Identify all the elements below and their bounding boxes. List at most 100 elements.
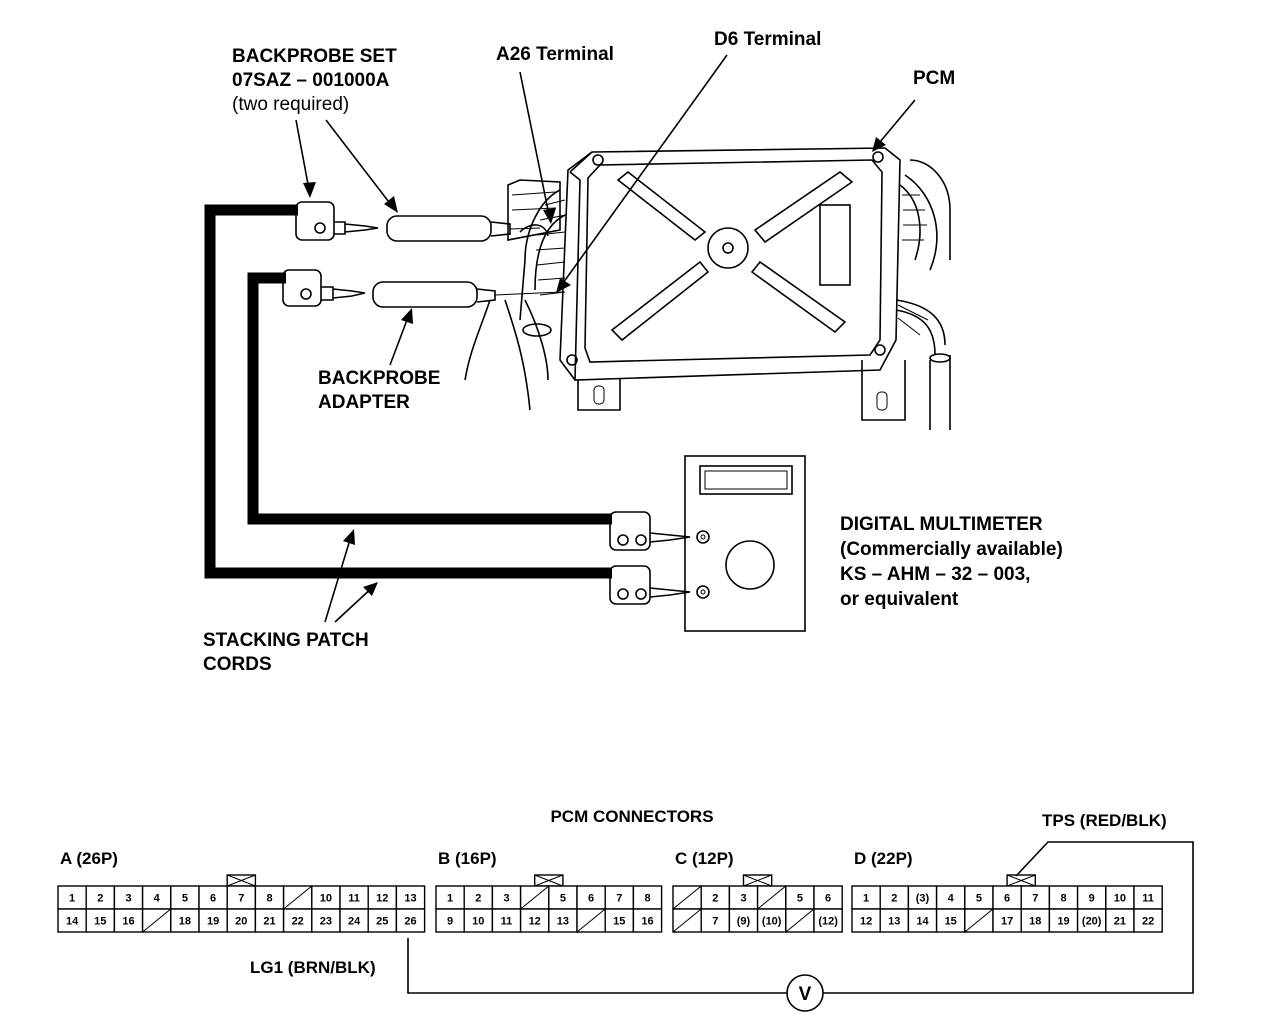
connector-pin — [672, 908, 702, 933]
connector-pin: 16 — [113, 908, 144, 933]
patch-cords — [204, 204, 612, 579]
pin-number: 11 — [1142, 893, 1154, 905]
connector-pin: 13 — [548, 908, 578, 933]
connector-pin: 20 — [226, 908, 257, 933]
connector-pin: (10) — [756, 908, 787, 933]
connector-pin: 26 — [395, 908, 426, 933]
pin-number: 8 — [644, 893, 650, 905]
pin-number: 3 — [740, 893, 746, 905]
connector-pin: 10 — [1105, 885, 1135, 910]
connector-pin: 13 — [395, 885, 426, 910]
connector-pin: 7 — [1020, 885, 1051, 910]
pin-number: 7 — [712, 916, 718, 928]
pin-number: 18 — [179, 916, 191, 928]
connector-pin: 14 — [907, 908, 938, 933]
multimeter-label-3: KS – AHM – 32 – 003, — [840, 564, 1030, 585]
leader-lines — [295, 54, 916, 623]
pcm-unit — [464, 147, 951, 430]
pin-number: 8 — [266, 893, 272, 905]
pin-number: (3) — [916, 893, 930, 905]
connector-pin: 5 — [170, 885, 200, 910]
pin-number: 26 — [404, 916, 416, 928]
pin-number: 11 — [501, 916, 513, 928]
pin-number: 13 — [404, 893, 416, 905]
backprobe-adapter-label-2: ADAPTER — [318, 392, 410, 413]
connector-pin: 5 — [548, 885, 578, 910]
pin-number: 15 — [945, 916, 957, 928]
connector-pin — [519, 885, 550, 910]
a26-terminal-label: A26 Terminal — [496, 44, 614, 65]
pin-number: 19 — [207, 916, 219, 928]
pin-number: 20 — [235, 916, 247, 928]
pin-number: 2 — [475, 893, 481, 905]
connector-pin: (9) — [728, 908, 759, 933]
pin-number: 2 — [97, 893, 103, 905]
pin-number: 12 — [529, 916, 541, 928]
voltmeter-symbol — [786, 974, 824, 1012]
connector-pin: 6 — [813, 885, 843, 910]
connector-pin: 22 — [282, 908, 313, 933]
connector-pin: 1 — [435, 885, 465, 910]
connector-pin: (3) — [907, 885, 938, 910]
pin-number: 25 — [376, 916, 388, 928]
d6-terminal-label: D6 Terminal — [714, 29, 821, 50]
pin-number: 8 — [1060, 893, 1066, 905]
connector-pin — [672, 885, 702, 910]
connector-pin: 6 — [992, 885, 1022, 910]
pin-number: 11 — [348, 893, 360, 905]
pin-number: 4 — [154, 893, 161, 905]
connector-pin: 6 — [198, 885, 228, 910]
connector-pin: 16 — [632, 908, 663, 933]
connector-pin: 17 — [992, 908, 1022, 933]
connector-pin: 11 — [1133, 885, 1163, 910]
lg1-label: LG1 (BRN/BLK) — [250, 958, 376, 977]
backprobe-set-note: (two required) — [232, 94, 349, 115]
connector-pin: 14 — [57, 908, 87, 933]
pin-number: (20) — [1082, 916, 1102, 928]
pin-number: 2 — [891, 893, 897, 905]
patch-cords-label-2: CORDS — [203, 654, 272, 675]
pin-number: 5 — [797, 893, 803, 905]
connector-pin: 9 — [435, 908, 465, 933]
pcm-label: PCM — [913, 68, 955, 89]
connector-pin: 4 — [935, 885, 966, 910]
connector-pin: 11 — [491, 908, 522, 933]
pin-number: 6 — [1004, 893, 1010, 905]
pin-number: (12) — [818, 916, 838, 928]
tps-wire — [823, 841, 1194, 994]
backprobe-adapter-label-1: BACKPROBE — [318, 368, 440, 389]
pin-number: 19 — [1057, 916, 1069, 928]
connector-pin: 2 — [879, 885, 910, 910]
pin-number: 6 — [588, 893, 594, 905]
connector-latch — [1006, 874, 1036, 887]
pin-number: 3 — [503, 893, 509, 905]
pin-number: 4 — [948, 893, 955, 905]
connector-pin: 10 — [311, 885, 341, 910]
connector-pin: 21 — [254, 908, 285, 933]
connector-pin: 12 — [851, 908, 881, 933]
connector-pin: 21 — [1105, 908, 1135, 933]
connector-title: C (12P) — [675, 849, 734, 868]
pin-number: 6 — [825, 893, 831, 905]
connector-pin: 7 — [700, 908, 731, 933]
pin-number: 10 — [320, 893, 332, 905]
connector-pin: 22 — [1133, 908, 1163, 933]
connector-latch — [226, 874, 257, 887]
tps-label: TPS (RED/BLK) — [1042, 811, 1167, 830]
multimeter-label-4: or equivalent — [840, 589, 959, 610]
pin-number: (10) — [762, 916, 782, 928]
pin-number: 1 — [69, 893, 75, 905]
pin-number: 13 — [888, 916, 900, 928]
connector-pin — [576, 908, 606, 933]
connector-pin: 15 — [85, 908, 116, 933]
connector-pin: 25 — [367, 908, 398, 933]
patch-cords-label-1: STACKING PATCH — [203, 630, 369, 651]
pin-number: 5 — [976, 893, 982, 905]
pin-number: 1 — [863, 893, 869, 905]
pin-number: (9) — [737, 916, 751, 928]
connector-pin: 18 — [170, 908, 200, 933]
